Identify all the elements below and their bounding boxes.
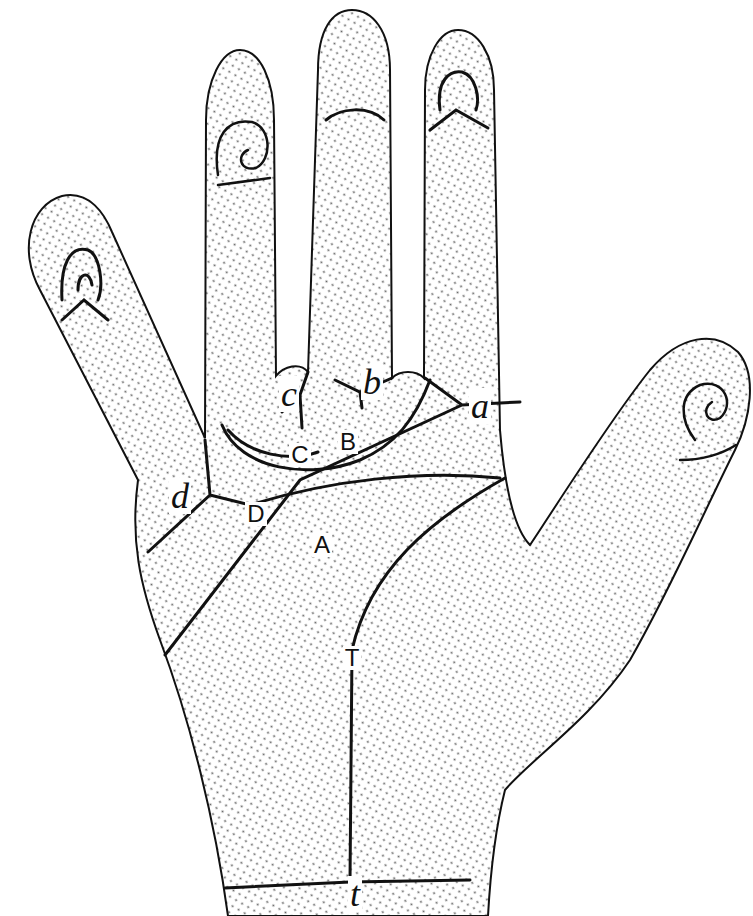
triradius-letter: a bbox=[469, 388, 491, 424]
index-finger-loop bbox=[430, 72, 488, 130]
main-line-letter: B bbox=[338, 430, 358, 454]
main-line-letter: D bbox=[245, 502, 266, 526]
triradius-letter: d bbox=[169, 478, 191, 514]
line-B bbox=[222, 380, 430, 470]
hand-outline bbox=[29, 10, 750, 916]
little-finger-loop bbox=[62, 249, 108, 320]
line-T bbox=[350, 478, 505, 882]
main-line-letter: A bbox=[312, 533, 332, 557]
ridge-lines bbox=[62, 72, 736, 888]
triradius-letter: c bbox=[279, 376, 299, 412]
main-line-letter: T bbox=[343, 646, 362, 670]
ring-finger-whorl bbox=[217, 121, 270, 185]
thumb-whorl bbox=[680, 384, 736, 460]
middle-finger-arch bbox=[326, 110, 384, 120]
line-A bbox=[165, 378, 520, 655]
triradius-letter: b bbox=[361, 364, 383, 400]
main-line-letter: C bbox=[289, 443, 310, 467]
triradius-letter: t bbox=[348, 876, 362, 912]
